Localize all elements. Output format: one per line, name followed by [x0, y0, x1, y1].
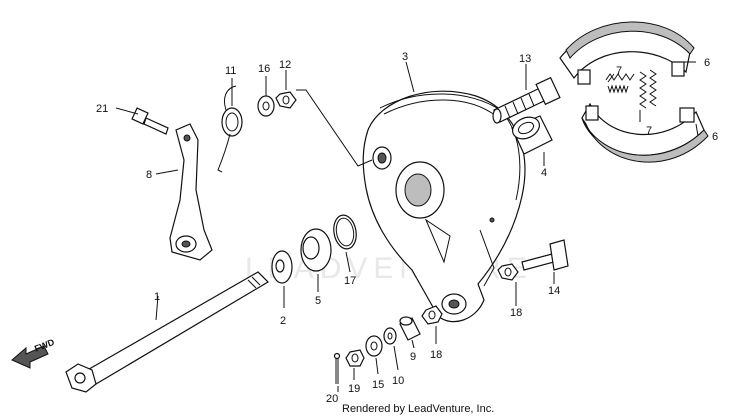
forward-arrow-icon: [11, 345, 49, 369]
callout-18-upper: 18: [510, 307, 522, 319]
nut-12-part: [275, 91, 297, 109]
nut-19-part: [345, 349, 365, 367]
callout-8: 8: [146, 169, 152, 181]
collar-9-part: [399, 316, 421, 341]
callout-7-lower: 7: [646, 125, 652, 137]
washer-16-part: [257, 95, 275, 117]
axle-part: [65, 271, 269, 393]
cotter-pin-part: [333, 352, 341, 384]
callout-20: 20: [326, 393, 338, 405]
shoe-spring-part: [605, 69, 657, 109]
brake-shoe-lower-part: [581, 102, 709, 163]
bushing-part: [511, 115, 553, 155]
callout-3: 3: [402, 51, 408, 63]
bolt-21-part: [131, 107, 169, 135]
callout-18-lower: 18: [430, 349, 442, 361]
callout-5: 5: [315, 295, 321, 307]
callout-11: 11: [225, 65, 236, 77]
return-spring-part: [217, 85, 243, 173]
leader-lines: [115, 61, 699, 392]
callout-6-lower: 6: [712, 131, 718, 143]
callout-13: 13: [519, 53, 531, 65]
brake-cam-part: [492, 76, 561, 124]
callout-15: 15: [372, 379, 384, 391]
callout-17: 17: [344, 275, 356, 287]
callout-12: 12: [279, 59, 291, 71]
brake-panel-part: [362, 90, 526, 323]
callout-19: 19: [348, 383, 360, 395]
washer-15-part: [365, 335, 383, 357]
o-ring-part: [333, 214, 357, 250]
callout-21: 21: [96, 103, 108, 115]
nut-18-upper-part: [497, 263, 519, 281]
callout-9: 9: [410, 351, 416, 363]
collar-part: [271, 250, 293, 284]
callout-1: 1: [154, 291, 160, 303]
brake-shoe-upper-part: [559, 21, 695, 85]
callout-2: 2: [280, 315, 286, 327]
callout-4: 4: [541, 167, 547, 179]
washer-10-part: [383, 327, 397, 345]
callout-16: 16: [258, 63, 270, 75]
callout-14: 14: [548, 285, 560, 297]
callout-6-upper: 6: [704, 57, 710, 69]
seal-part: [300, 228, 332, 272]
nut-18-lower-part: [421, 305, 443, 325]
footer-credit: Rendered by LeadVenture, Inc.: [342, 403, 494, 415]
callouts: 21 8 1 11 16 12 3 13 4 6 6 7 7 2 5 17 18…: [96, 51, 718, 405]
callout-7-upper: 7: [616, 65, 622, 77]
cam-bolt-part: [521, 239, 569, 271]
callout-10: 10: [392, 375, 404, 387]
brake-arm-part: [169, 123, 213, 261]
forward-direction-indicator: FWD: [11, 337, 56, 369]
